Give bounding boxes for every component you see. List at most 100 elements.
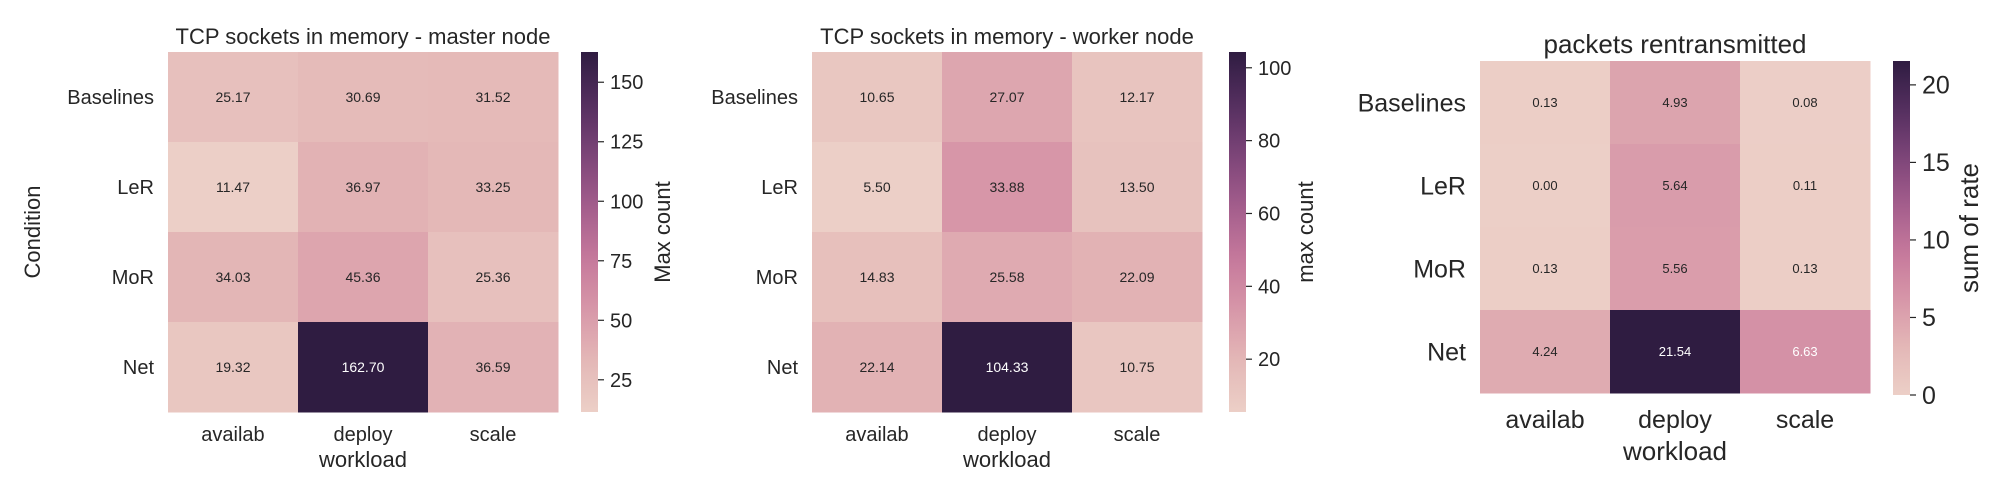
heatmap-cell: [298, 142, 429, 233]
cell-value-label: 0.13: [1792, 261, 1817, 276]
colorbar-tick-label: 60: [1258, 203, 1280, 225]
colorbar-tick-label: 75: [610, 251, 632, 273]
cell-value-label: 33.25: [475, 179, 510, 195]
cell-value-label: 25.58: [989, 269, 1024, 285]
x-axis-label: workload: [1622, 436, 1727, 466]
cell-value-label: 5.64: [1662, 178, 1687, 193]
cell-value-label: 31.52: [475, 89, 510, 105]
cell-value-label: 45.36: [345, 269, 380, 285]
cell-value-label: 6.63: [1792, 344, 1817, 359]
heatmap-cell: [298, 232, 429, 323]
heatmap-cell: [428, 322, 559, 413]
colorbar: [1893, 61, 1910, 395]
colorbar-label: sum of rate: [1954, 163, 1984, 293]
heatmap-cell: [1740, 310, 1871, 394]
x-axis-label: workload: [318, 447, 407, 472]
cell-value-label: 21.54: [1659, 344, 1692, 359]
cell-value-label: 0.13: [1532, 261, 1557, 276]
heatmap-cell: [1072, 322, 1203, 413]
colorbar-tick-label: 50: [610, 310, 632, 332]
heatmap-cell: [1610, 61, 1741, 145]
heatmap-cell: [298, 52, 429, 143]
y-tick-label: LeR: [1420, 172, 1466, 200]
colorbar-tick-label: 40: [1258, 276, 1280, 298]
colorbar-tick-label: 5: [1922, 304, 1936, 332]
cell-value-label: 30.69: [345, 89, 380, 105]
cell-value-label: 25.17: [215, 89, 250, 105]
heatmap-cell: [428, 232, 559, 323]
panel-1-title: TCP sockets in memory - master node: [176, 24, 551, 49]
x-tick-label: scale: [470, 424, 517, 446]
x-axis-label: workload: [962, 447, 1051, 472]
heatmap-cell: [812, 322, 943, 413]
heatmap-cell: [298, 322, 429, 413]
colorbar: [1229, 52, 1246, 412]
y-tick-label: LeR: [117, 177, 154, 199]
cell-value-label: 36.97: [345, 179, 380, 195]
cell-value-label: 162.70: [342, 359, 385, 375]
cell-value-label: 0.13: [1532, 95, 1557, 110]
heatmap-cell: [1480, 144, 1611, 228]
heatmap-cell: [1480, 310, 1611, 394]
colorbar-tick-label: 15: [1922, 149, 1950, 177]
x-tick-label: availab: [1505, 406, 1584, 434]
heatmap-cell: [1740, 61, 1871, 145]
heatmap-cell: [168, 232, 299, 323]
heatmap-cell: [1610, 310, 1741, 394]
colorbar-label: Max count: [650, 181, 675, 283]
cell-value-label: 4.24: [1532, 344, 1557, 359]
y-tick-label: MoR: [1413, 255, 1466, 283]
heatmap-cell: [1072, 52, 1203, 143]
x-tick-label: availab: [201, 424, 264, 446]
cell-value-label: 34.03: [215, 269, 250, 285]
heatmap-cell: [812, 52, 943, 143]
cell-value-label: 12.17: [1119, 89, 1154, 105]
cell-value-label: 11.47: [216, 179, 250, 195]
colorbar-tick-label: 150: [610, 72, 643, 94]
y-tick-label: Baselines: [67, 87, 154, 109]
cell-value-label: 22.09: [1119, 269, 1154, 285]
cell-value-label: 27.07: [989, 89, 1024, 105]
colorbar-tick-label: 20: [1258, 349, 1280, 371]
heatmap-cell: [942, 232, 1073, 323]
y-tick-label: Baselines: [1358, 89, 1466, 117]
colorbar-tick-label: 100: [610, 191, 643, 213]
cell-value-label: 5.50: [863, 179, 890, 195]
x-tick-label: scale: [1114, 424, 1161, 446]
colorbar-tick-label: 20: [1922, 72, 1950, 100]
heatmap-cell: [1072, 232, 1203, 323]
x-tick-label: deploy: [1638, 406, 1712, 434]
heatmap-cell: [812, 232, 943, 323]
y-tick-label: MoR: [112, 267, 154, 289]
heatmap-cell: [942, 52, 1073, 143]
y-tick-label: Net: [767, 357, 799, 379]
cell-value-label: 10.65: [859, 89, 894, 105]
cell-value-label: 36.59: [475, 359, 510, 375]
cell-value-label: 0.11: [1793, 178, 1817, 193]
heatmap-cell: [812, 142, 943, 233]
y-tick-label: Baselines: [711, 87, 798, 109]
colorbar-label: max count: [1293, 181, 1318, 283]
colorbar-tick-label: 25: [610, 370, 632, 392]
x-tick-label: scale: [1776, 406, 1834, 434]
cell-value-label: 0.00: [1532, 178, 1557, 193]
cell-value-label: 14.83: [859, 269, 894, 285]
heatmap-cell: [168, 52, 299, 143]
heatmap-cell: [942, 322, 1073, 413]
heatmap-cell: [942, 142, 1073, 233]
panel-2-title: TCP sockets in memory - worker node: [820, 24, 1194, 49]
heatmap-cell: [1740, 144, 1871, 228]
x-tick-label: availab: [845, 424, 908, 446]
x-tick-label: deploy: [334, 424, 393, 446]
heatmap-cell: [1480, 61, 1611, 145]
colorbar: [581, 52, 598, 412]
y-tick-label: MoR: [756, 267, 798, 289]
colorbar-tick-label: 10: [1922, 227, 1950, 255]
colorbar-tick-label: 100: [1258, 58, 1291, 80]
y-axis-label: Condition: [20, 186, 45, 279]
colorbar-tick-label: 0: [1922, 382, 1936, 410]
colorbar-tick-label: 125: [610, 132, 643, 154]
cell-value-label: 5.56: [1662, 261, 1687, 276]
cell-value-label: 0.08: [1792, 95, 1817, 110]
